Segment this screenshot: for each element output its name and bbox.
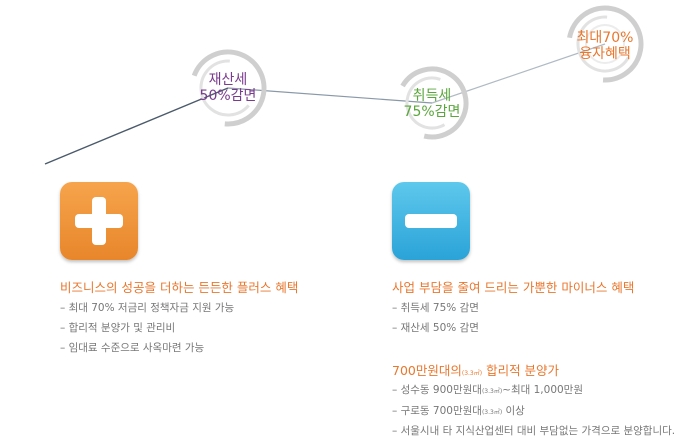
trend-line-segment bbox=[44, 87, 229, 165]
price-title-unit: (3.3㎡) bbox=[461, 370, 483, 377]
price-item-text: – 구로동 700만원대 bbox=[392, 405, 482, 417]
price-item-text-b: ~최대 1,000만원 bbox=[502, 384, 584, 396]
price-item-text: – 성수동 900만원대 bbox=[392, 384, 482, 396]
property-tax-badge-line1: 재산세 bbox=[208, 72, 248, 88]
plus-item: – 최대 70% 저금리 정책자금 지원 가능 bbox=[60, 302, 235, 314]
price-item-text: – 서울시내 타 지식산업센터 대비 부담없는 가격으로 분양합니다. bbox=[392, 425, 676, 437]
acquisition-tax-badge-line1: 취득세 bbox=[412, 88, 452, 104]
minus-section-title: 사업 부담을 줄여 드리는 가뿐한 마이너스 혜택 bbox=[392, 280, 635, 295]
price-section-title: 700만원대의(3.3㎡) 합리적 분양가 bbox=[392, 360, 559, 379]
acquisition-tax-badge: 취득세 75%감면 bbox=[392, 88, 472, 120]
plus-item: – 임대료 수준으로 사옥마련 가능 bbox=[60, 342, 205, 354]
price-item-text-b: 이상 bbox=[502, 405, 525, 417]
price-title-rest: 합리적 분양가 bbox=[482, 363, 560, 378]
property-tax-badge-rings bbox=[189, 49, 267, 127]
acquisition-tax-badge-rings bbox=[395, 66, 469, 140]
financing-badge-line1: 최대70% bbox=[576, 30, 634, 46]
financing-badge: 최대70% 융자혜택 bbox=[565, 30, 645, 62]
price-item: – 구로동 700만원대(3.3㎡) 이상 bbox=[392, 403, 525, 418]
plus-icon bbox=[60, 182, 138, 260]
minus-item: – 취득세 75% 감면 bbox=[392, 302, 479, 314]
acquisition-tax-badge-line2: 75%감면 bbox=[403, 104, 461, 120]
price-item: – 성수동 900만원대(3.3㎡)~최대 1,000만원 bbox=[392, 382, 583, 397]
financing-badge-line2: 융자혜택 bbox=[579, 46, 631, 62]
price-item-unit: (3.3㎡) bbox=[481, 409, 503, 416]
property-tax-badge-line2: 50%감면 bbox=[199, 88, 257, 104]
price-title-main: 700만원대의 bbox=[392, 363, 462, 378]
trend-line-segment bbox=[431, 43, 606, 104]
price-item-unit: (3.3㎡) bbox=[481, 388, 503, 395]
plus-section-title: 비즈니스의 성공을 더하는 든든한 플러스 혜택 bbox=[60, 280, 299, 295]
plus-item: – 합리적 분양가 및 관리비 bbox=[60, 322, 176, 334]
minus-item: – 재산세 50% 감면 bbox=[392, 322, 479, 334]
price-item: – 서울시내 타 지식산업센터 대비 부담없는 가격으로 분양합니다. bbox=[392, 423, 675, 438]
minus-icon bbox=[392, 182, 470, 260]
property-tax-badge: 재산세 50%감면 bbox=[188, 72, 268, 104]
